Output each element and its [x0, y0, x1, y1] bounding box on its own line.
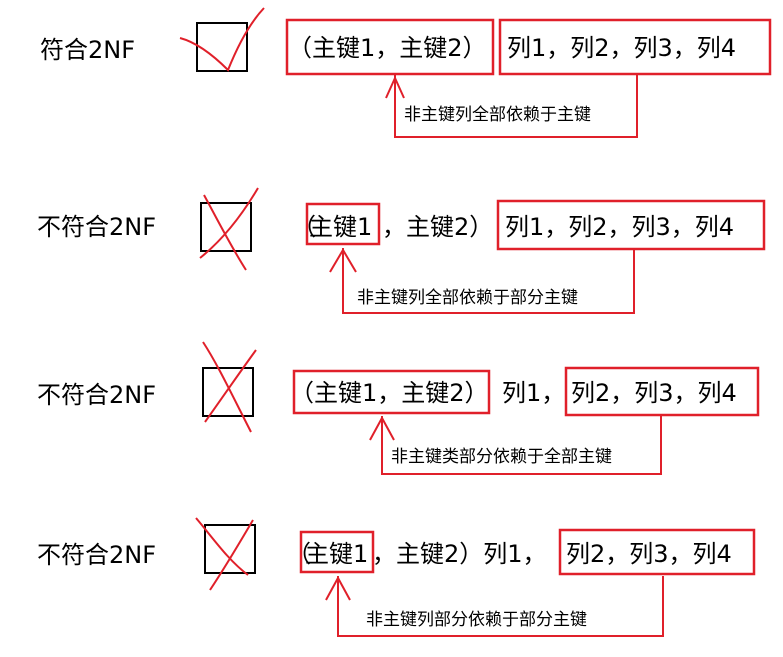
row3-col1: 列1， [502, 379, 566, 407]
row4-pk-rest: ，主键2）列1， [372, 540, 547, 568]
row1-arrow-connector [394, 74, 638, 138]
row3-pk-group: （主键1，主键2） [290, 379, 489, 407]
cross-mark-icon [199, 187, 259, 271]
row1-arrow-head [385, 75, 405, 100]
row2-label: 不符合2NF [37, 213, 157, 241]
row2-pk1-box [305, 202, 381, 246]
row2-columns: 列1，列2，列3，列4 [505, 213, 735, 241]
row4-checkbox [204, 524, 256, 574]
row3-columns-rest: 列2，列3，列4 [571, 379, 737, 407]
row2-checkbox [200, 202, 252, 252]
row4-cols-box [558, 528, 756, 576]
row4-open-paren: （ [287, 540, 311, 568]
row1-label: 符合2NF [40, 36, 136, 64]
row2-open-paren: （ [292, 213, 316, 241]
row4-note: 非主键列部分依赖于部分主键 [366, 610, 587, 630]
cross-mark-icon [202, 341, 257, 433]
row2-arrow-connector [342, 248, 635, 314]
row2-note: 非主键列全部依赖于部分主键 [357, 288, 578, 308]
row1-columns: 列1，列2，列3，列4 [507, 34, 737, 62]
row1-pk-group: （主键1，主键2） [288, 34, 487, 62]
row1-note: 非主键列全部依赖于主键 [404, 105, 591, 125]
row3-pk-box [292, 369, 491, 415]
row3-cols-box [564, 366, 760, 417]
row3-label: 不符合2NF [37, 381, 157, 409]
check-mark-icon [179, 7, 265, 72]
row3-arrow-connector [381, 415, 662, 475]
row4-columns-rest: 列2，列3，列4 [566, 540, 732, 568]
row4-label: 不符合2NF [37, 541, 157, 569]
row1-pk-box [285, 18, 495, 76]
row4-pk1: 主键1 [305, 540, 369, 568]
row2-pk1: 主键1 [309, 213, 373, 241]
row2-pk-rest: ，主键2） [382, 213, 494, 241]
row1-cols-box [498, 18, 772, 76]
row3-arrow-head [369, 415, 395, 441]
row3-checkbox [202, 367, 254, 417]
row2-cols-box [496, 199, 766, 251]
row2-arrow-head [329, 248, 357, 273]
row1-checkbox [196, 22, 248, 72]
row4-arrow-head [325, 575, 351, 601]
row3-note: 非主键类部分依赖于全部主键 [391, 447, 612, 467]
row4-arrow-connector [337, 576, 664, 637]
row4-pk1-box [299, 530, 375, 574]
cross-mark-icon [195, 517, 254, 591]
